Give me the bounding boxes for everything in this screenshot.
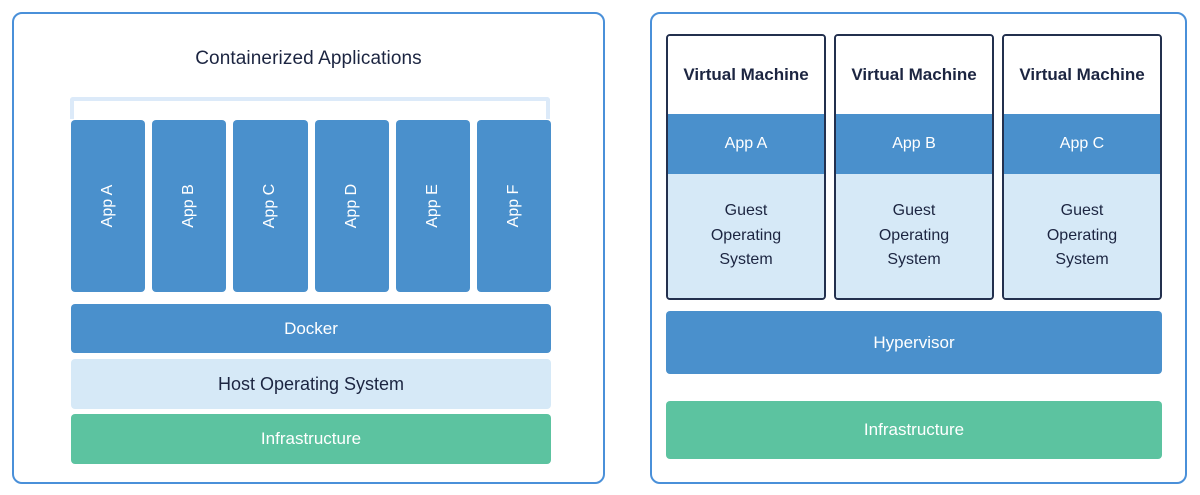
app-column[interactable]: App A bbox=[71, 120, 146, 292]
layer-infrastructure[interactable]: Infrastructure bbox=[666, 401, 1162, 459]
layer-hypervisor[interactable]: Hypervisor bbox=[666, 311, 1162, 374]
app-column-label: App F bbox=[504, 184, 522, 228]
vm-box[interactable]: Virtual Machine App B Guest Operating Sy… bbox=[834, 34, 994, 300]
app-column[interactable]: App B bbox=[152, 120, 227, 292]
app-column-label: App C bbox=[261, 183, 279, 229]
vm-app-layer[interactable]: App A bbox=[668, 114, 824, 174]
virtual-machines-panel: Virtual Machine App A Guest Operating Sy… bbox=[650, 12, 1187, 484]
app-column-label: App E bbox=[423, 184, 441, 228]
vm-title: Virtual Machine bbox=[668, 36, 824, 114]
app-group-bracket bbox=[70, 97, 550, 119]
vm-title: Virtual Machine bbox=[836, 36, 992, 114]
app-column[interactable]: App E bbox=[395, 120, 470, 292]
vm-box[interactable]: Virtual Machine App C Guest Operating Sy… bbox=[1002, 34, 1162, 300]
containers-panel: Containerized Applications App A App B A… bbox=[12, 12, 605, 484]
layer-docker[interactable]: Docker bbox=[71, 304, 551, 353]
app-columns-group: App A App B App C App D App E App F bbox=[71, 120, 552, 292]
vm-app-layer[interactable]: App C bbox=[1004, 114, 1160, 174]
layer-host-operating-system[interactable]: Host Operating System bbox=[71, 359, 551, 409]
app-column[interactable]: App D bbox=[314, 120, 389, 292]
app-column-label: App B bbox=[180, 184, 198, 228]
app-column[interactable]: App C bbox=[233, 120, 308, 292]
app-column-label: App D bbox=[342, 183, 360, 229]
app-column[interactable]: App F bbox=[476, 120, 552, 292]
app-column-label: App A bbox=[99, 184, 117, 228]
vm-box[interactable]: Virtual Machine App A Guest Operating Sy… bbox=[666, 34, 826, 300]
vm-title: Virtual Machine bbox=[1004, 36, 1160, 114]
vm-guest-os-layer[interactable]: Guest Operating System bbox=[668, 174, 824, 298]
vm-columns-group: Virtual Machine App A Guest Operating Sy… bbox=[666, 34, 1162, 300]
vm-app-layer[interactable]: App B bbox=[836, 114, 992, 174]
vm-guest-os-layer[interactable]: Guest Operating System bbox=[836, 174, 992, 298]
page-title: Containerized Applications bbox=[195, 48, 422, 69]
vm-guest-os-layer[interactable]: Guest Operating System bbox=[1004, 174, 1160, 298]
layer-infrastructure[interactable]: Infrastructure bbox=[71, 414, 551, 464]
